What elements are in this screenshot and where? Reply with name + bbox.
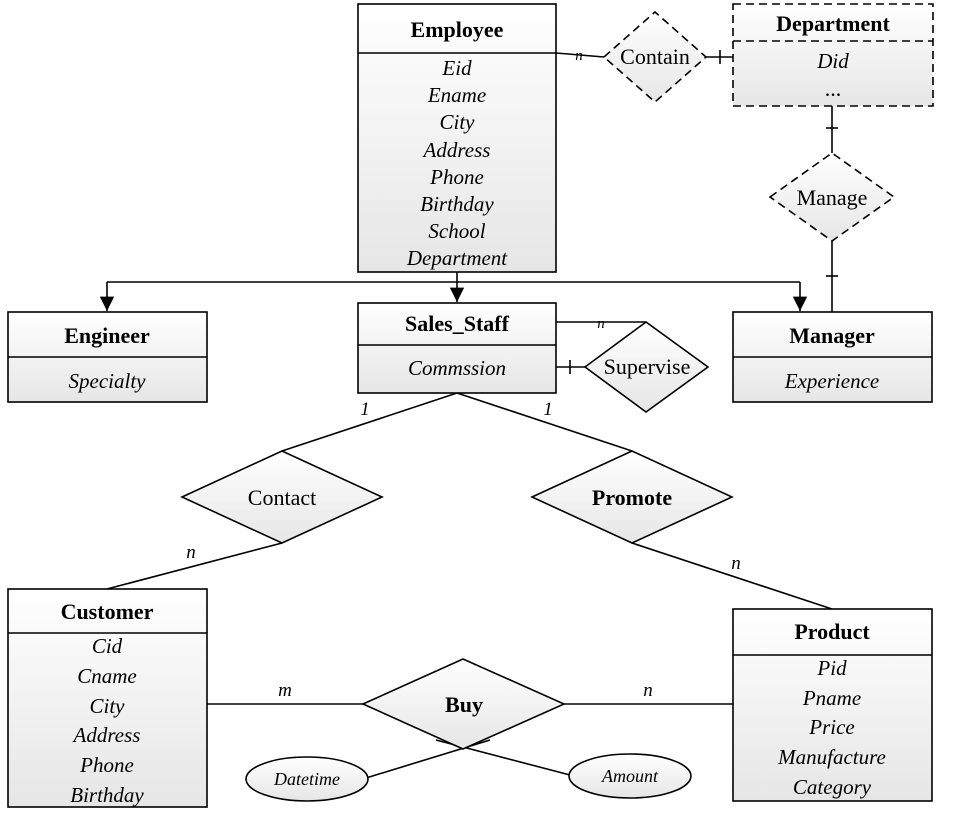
line-staff-promote xyxy=(456,392,633,452)
relationship-promote[interactable]: Promote xyxy=(530,450,734,544)
entity-department[interactable]: Department Did ... xyxy=(732,3,934,107)
product-attr-3: Manufacture xyxy=(777,745,886,769)
employee-attr-2: City xyxy=(440,110,476,134)
promote-label: Promote xyxy=(592,485,672,510)
product-attr-0: Pid xyxy=(816,656,847,680)
manager-title: Manager xyxy=(789,323,875,348)
engineer-attr-0: Specialty xyxy=(69,369,147,393)
employee-title: Employee xyxy=(411,17,504,42)
line-promote-product xyxy=(631,542,833,610)
customer-box xyxy=(7,588,208,808)
product-attr-1: Pname xyxy=(802,686,861,710)
product-attr-2: Price xyxy=(808,715,854,739)
customer-attr-4: Phone xyxy=(79,753,134,777)
card-contact-staff: 1 xyxy=(360,399,370,420)
entity-manager[interactable]: Manager Experience xyxy=(732,311,933,403)
employee-attr-6: School xyxy=(428,219,485,243)
card-contain-employee: n xyxy=(575,48,583,64)
customer-title: Customer xyxy=(61,599,154,624)
line-employee-contain xyxy=(555,52,605,58)
datetime-label: Datetime xyxy=(273,769,340,789)
department-attr-0: Did xyxy=(816,49,849,73)
employee-attr-3: Address xyxy=(422,138,491,162)
engineer-title: Engineer xyxy=(64,323,150,348)
relationship-manage[interactable]: Manage xyxy=(768,152,896,242)
department-box xyxy=(732,3,934,107)
customer-attr-3: Address xyxy=(72,723,141,747)
customer-attr-1: Cname xyxy=(77,664,137,688)
employee-attr-1: Ename xyxy=(427,83,486,107)
customer-attr-0: Cid xyxy=(92,634,123,658)
product-title: Product xyxy=(794,619,870,644)
entity-customer[interactable]: Customer Cid Cname City Address Phone Bi… xyxy=(7,588,208,808)
product-box xyxy=(732,608,933,802)
contain-label: Contain xyxy=(620,44,690,69)
supervise-label: Supervise xyxy=(604,354,691,379)
amount-label: Amount xyxy=(601,766,659,786)
buy-label: Buy xyxy=(445,692,483,717)
amount-oval xyxy=(568,753,692,799)
line-contact-customer xyxy=(106,542,283,590)
employee-attr-0: Eid xyxy=(441,56,472,80)
entity-product[interactable]: Product Pid Pname Price Manufacture Cate… xyxy=(732,608,933,802)
supervise-diamond xyxy=(583,321,710,413)
sales-staff-attr-0: Commssion xyxy=(408,356,506,380)
entity-engineer[interactable]: Engineer Specialty xyxy=(7,311,208,403)
employee-attr-5: Birthday xyxy=(420,192,494,216)
connectors xyxy=(99,50,838,779)
employee-attr-4: Phone xyxy=(429,165,484,189)
employee-box xyxy=(357,3,557,273)
card-supervise-n: n xyxy=(597,316,605,332)
promote-diamond xyxy=(530,450,734,544)
contact-diamond xyxy=(180,450,384,544)
datetime-oval xyxy=(245,756,369,802)
manage-label: Manage xyxy=(797,185,868,210)
attribute-amount[interactable]: Amount xyxy=(568,753,692,799)
manager-attr-0: Experience xyxy=(784,369,879,393)
department-title: Department xyxy=(776,11,890,36)
contact-label: Contact xyxy=(248,485,316,510)
department-attr-1: ... xyxy=(825,76,842,101)
manage-diamond xyxy=(768,152,896,242)
card-promote-staff: 1 xyxy=(543,399,553,420)
entity-employee[interactable]: Employee Eid Ename City Address Phone Bi… xyxy=(357,3,557,273)
card-buy-customer: m xyxy=(278,680,292,701)
entity-sales-staff[interactable]: Sales_Staff Commssion xyxy=(357,302,557,394)
card-buy-product: n xyxy=(643,680,653,701)
sales-staff-box xyxy=(357,302,557,394)
cardinality-labels: n 1 n 1 1 n 1 n m n xyxy=(186,48,741,701)
card-contact-customer: n xyxy=(186,542,196,563)
customer-attr-5: Birthday xyxy=(70,783,144,807)
contain-diamond xyxy=(602,10,708,104)
relationship-contact[interactable]: Contact xyxy=(180,450,384,544)
card-promote-product: n xyxy=(731,553,741,574)
employee-attr-7: Department xyxy=(406,246,508,270)
product-attr-4: Category xyxy=(793,775,872,799)
sales-staff-title: Sales_Staff xyxy=(405,311,510,336)
relationship-supervise[interactable]: Supervise xyxy=(583,321,710,413)
relationship-buy[interactable]: Buy xyxy=(361,658,566,750)
customer-attr-2: City xyxy=(90,694,126,718)
attribute-datetime[interactable]: Datetime xyxy=(245,756,369,802)
line-staff-contact xyxy=(281,392,458,452)
buy-diamond xyxy=(361,658,566,750)
relationship-contain[interactable]: Contain xyxy=(602,10,708,104)
